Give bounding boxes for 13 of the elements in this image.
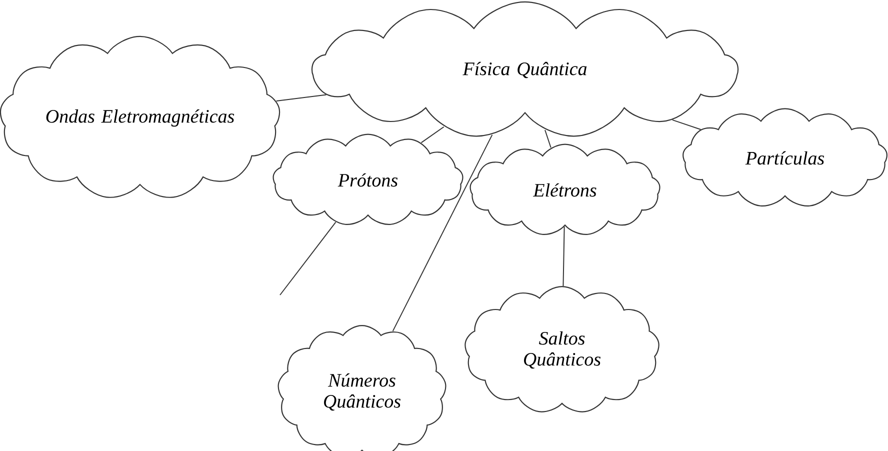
cloud-node: Saltos Quânticos bbox=[464, 286, 660, 412]
cloud-node: Ondas Eletromagnéticas bbox=[0, 36, 280, 198]
cloud-node: Números Quânticos bbox=[278, 325, 446, 451]
cloud-node: Prótons bbox=[272, 134, 464, 225]
connector-line bbox=[392, 134, 493, 332]
connector-line bbox=[672, 119, 702, 130]
connector-line bbox=[280, 222, 336, 296]
cloud-node: Física Quântica bbox=[311, 1, 739, 137]
connector-line bbox=[276, 94, 327, 102]
cloud-node: Partículas bbox=[682, 108, 888, 206]
connector-line bbox=[544, 129, 552, 148]
cloud-node: Elétrons bbox=[470, 144, 660, 235]
connector-line bbox=[420, 126, 444, 144]
